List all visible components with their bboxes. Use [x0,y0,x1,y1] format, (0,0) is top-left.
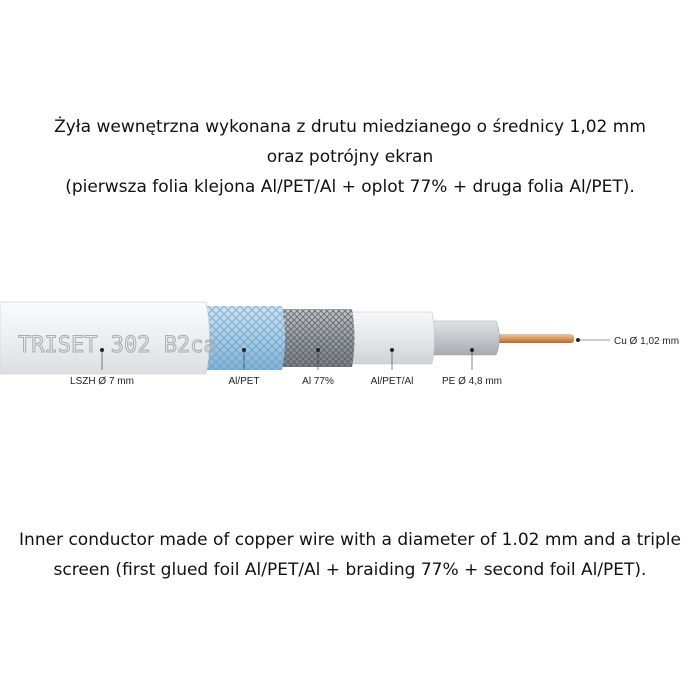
polish-description-line-3: (pierwsza folia klejona Al/PET/Al + oplo… [65,177,635,197]
copper-conductor [496,334,574,343]
braid-mesh-pattern [278,309,355,367]
jacket-label: LSZH Ø 7 mm [70,376,134,387]
english-description-line-1: Inner conductor made of copper wire with… [19,530,681,550]
english-description-line-2: screen (first glued foil Al/PET/Al + bra… [53,560,647,580]
foil-mesh-pattern [203,306,285,370]
braid-label: Al 77% [302,376,334,387]
foil1-label: Al/PET [228,376,259,387]
lszh-jacket [0,301,210,375]
coaxial-cable-diagram: TRISET 302 B2ca LSZH Ø 7 mm Al/PET Al 77… [0,301,679,387]
polish-description-line-1: Żyła wewnętrzna wykonana z drutu miedzia… [54,117,646,137]
jacket-brand-print: TRISET 302 B2ca [18,333,217,358]
polish-description-line-2: oraz potrójny ekran [266,147,434,167]
al-pet-al-foil [349,311,435,365]
foil2-label: Al/PET/Al [371,376,414,387]
pe-dielectric [429,320,500,356]
conductor-label: Cu Ø 1,02 mm [614,336,679,347]
dielectric-label: PE Ø 4,8 mm [442,376,502,387]
